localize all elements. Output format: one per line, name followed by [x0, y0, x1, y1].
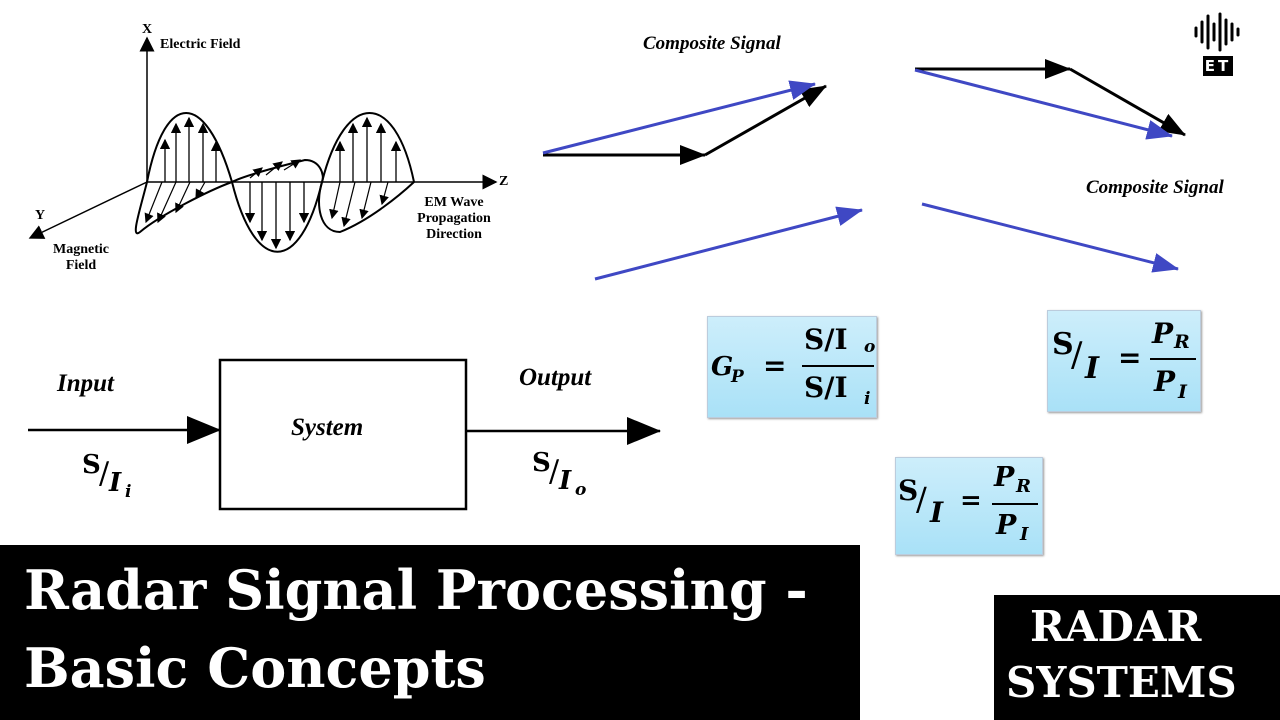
- si-denominator-sub: I: [1178, 381, 1187, 403]
- input-s: S: [82, 450, 101, 480]
- input-label: Input: [57, 370, 114, 397]
- system-label: System: [291, 414, 364, 441]
- propagation-line1: EM Wave: [424, 195, 484, 210]
- output-i: I: [559, 466, 572, 496]
- magnetic-field-wave: [134, 158, 415, 235]
- z-axis-label: Z: [499, 174, 509, 189]
- si-numerator: P: [1152, 317, 1174, 350]
- blue-vector-lower-left: [594, 206, 863, 281]
- category-badge: RADAR SYSTEMS: [994, 595, 1280, 720]
- magnetic-field-vectors: [144, 159, 389, 228]
- gain-lhs-sub: P: [731, 367, 744, 387]
- magnetic-field-line1: Magnetic: [53, 242, 109, 257]
- si-i: I: [1085, 351, 1100, 386]
- gain-equals: =: [763, 349, 787, 382]
- si-fraction-bar: [1150, 358, 1196, 360]
- electric-field-vectors: [159, 116, 402, 250]
- composite-signal-label-top: Composite Signal: [643, 33, 781, 54]
- si-s: S: [1052, 327, 1074, 362]
- propagation-label: EM Wave Propagation Direction: [402, 195, 506, 243]
- output-sub: o: [575, 480, 587, 500]
- phasor-diagram: [542, 59, 1186, 281]
- si-ratio-formula-center: S / I = P R P I: [895, 457, 1043, 555]
- blue-vector-lower-right: [921, 202, 1179, 273]
- input-sub: i: [125, 482, 132, 502]
- si-equals: =: [1118, 341, 1142, 374]
- si-fraction-bar-2: [992, 503, 1038, 505]
- logo-text: ET: [1204, 57, 1232, 75]
- si-ratio-formula-right: S / I = P R P I: [1047, 310, 1201, 412]
- si-denominator: P: [1154, 365, 1176, 398]
- badge-line-2: SYSTEMS: [1006, 658, 1237, 707]
- output-slash: /: [549, 454, 560, 489]
- si-i-2: I: [930, 496, 944, 529]
- sound-wave-icon: [1194, 12, 1240, 52]
- si-slash: /: [1071, 335, 1083, 375]
- badge-line-1: RADAR: [1030, 602, 1202, 651]
- propagation-line2: Propagation: [417, 211, 491, 226]
- output-label: Output: [519, 364, 592, 391]
- system-box: [218, 358, 468, 511]
- input-i: I: [109, 468, 122, 498]
- input-slash: /: [99, 456, 110, 491]
- composite-signal-label-right: Composite Signal: [1086, 177, 1224, 198]
- si-slash-2: /: [916, 480, 927, 518]
- si-equals-2: =: [960, 486, 982, 516]
- si-denominator-sub-2: I: [1020, 524, 1029, 545]
- gain-numerator-sub: o: [864, 337, 876, 357]
- em-wave-diagram: [28, 36, 498, 253]
- si-numerator-sub: R: [1174, 331, 1190, 353]
- si-numerator-2: P: [994, 462, 1015, 493]
- gain-denominator: S/I: [804, 371, 848, 404]
- gain-fraction-bar: [802, 365, 874, 367]
- title-line-2: Basic Concepts: [24, 636, 486, 700]
- title-line-1: Radar Signal Processing -: [24, 558, 808, 622]
- electric-field-wave: [146, 112, 415, 253]
- processing-gain-formula: G P = S/I o S/I i: [707, 316, 877, 418]
- output-s: S: [532, 448, 551, 478]
- composite-vector-top: [542, 80, 816, 155]
- magnetic-field-line2: Field: [65, 258, 97, 273]
- y-axis-label: Y: [35, 208, 46, 223]
- logo-text-box: ET: [1203, 56, 1233, 76]
- electric-field-label: Electric Field: [160, 37, 241, 52]
- x-axis-label: X: [142, 22, 153, 37]
- propagation-line3: Direction: [426, 227, 482, 242]
- si-numerator-sub-2: R: [1016, 476, 1031, 497]
- si-s-2: S: [898, 474, 919, 507]
- channel-logo: ET: [1193, 12, 1243, 78]
- y-axis: [28, 181, 148, 239]
- composite-vector-right: [914, 68, 1173, 140]
- gain-numerator: S/I: [804, 323, 848, 356]
- magnetic-field-label: Magnetic Field: [48, 242, 114, 274]
- gain-lhs: G: [711, 352, 734, 382]
- system-block-diagram: [28, 358, 661, 511]
- si-denominator-2: P: [996, 510, 1017, 541]
- gain-denominator-sub: i: [864, 389, 871, 409]
- title-banner: Radar Signal Processing - Basic Concepts: [0, 545, 860, 720]
